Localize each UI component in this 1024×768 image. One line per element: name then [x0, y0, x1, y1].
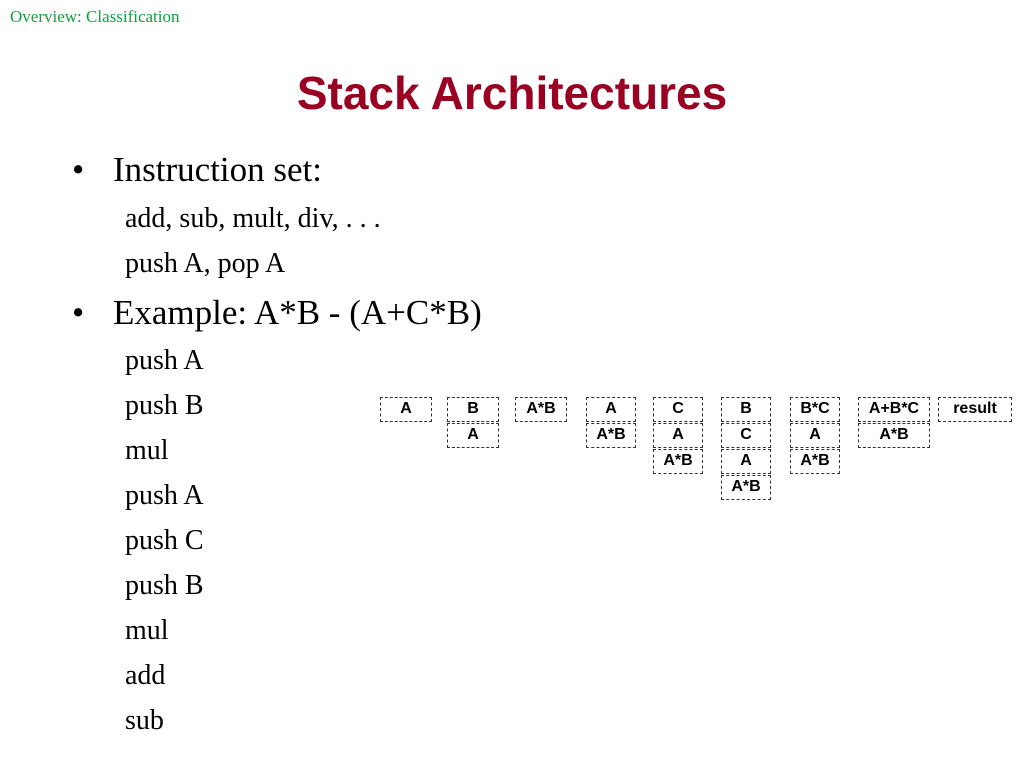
breadcrumb: Overview: Classification	[10, 7, 180, 26]
example-line: push B	[125, 570, 204, 601]
stack-cell: A*B	[586, 423, 636, 448]
stack-cell: B	[447, 397, 499, 422]
stack-cell: A	[721, 449, 771, 474]
stack-cell: B	[721, 397, 771, 422]
bullet-label: Example: A*B - (A+C*B)	[113, 293, 482, 332]
stack-diagram: A+B*C A*B	[858, 397, 930, 449]
stack-cell: A	[380, 397, 432, 422]
stack-cell: A*B	[858, 423, 930, 448]
example-line: sub	[125, 705, 164, 736]
example-line: mul	[125, 615, 169, 646]
stack-cell: A+B*C	[858, 397, 930, 422]
stack-diagram: B A	[447, 397, 499, 449]
bullet-icon: •	[72, 293, 85, 332]
stack-cell: A*B	[653, 449, 703, 474]
bullet-instruction-set: • Instruction set:	[72, 150, 322, 190]
stack-cell: A*B	[721, 475, 771, 500]
bullet-label: Instruction set:	[113, 150, 322, 189]
stack-cell: A	[790, 423, 840, 448]
example-line: push A	[125, 345, 204, 376]
bullet-icon: •	[72, 150, 85, 189]
stack-cell: A	[586, 397, 636, 422]
stack-diagram: result	[938, 397, 1012, 423]
example-line: push C	[125, 525, 204, 556]
stack-cell: A*B	[790, 449, 840, 474]
example-line: push A	[125, 480, 204, 511]
stack-cell: result	[938, 397, 1012, 422]
stack-diagram: A*B	[515, 397, 567, 423]
bullet-example: • Example: A*B - (A+C*B)	[72, 293, 482, 333]
example-line: mul	[125, 435, 169, 466]
stack-cell: A	[653, 423, 703, 448]
stack-cell: C	[653, 397, 703, 422]
instruction-line: push A, pop A	[125, 248, 286, 279]
stack-diagram: A A*B	[586, 397, 636, 449]
example-line: push B	[125, 390, 204, 421]
stack-diagram: C A A*B	[653, 397, 703, 475]
stack-diagram: B*C A A*B	[790, 397, 840, 475]
stack-cell: C	[721, 423, 771, 448]
page-title: Stack Architectures	[296, 67, 728, 119]
stack-cell: B*C	[790, 397, 840, 422]
stack-cell: A	[447, 423, 499, 448]
stack-cell: A*B	[515, 397, 567, 422]
stack-diagram: B C A A*B	[721, 397, 771, 501]
instruction-line: add, sub, mult, div, . . .	[125, 203, 381, 234]
example-line: add	[125, 660, 166, 691]
stack-diagram: A	[380, 397, 432, 423]
